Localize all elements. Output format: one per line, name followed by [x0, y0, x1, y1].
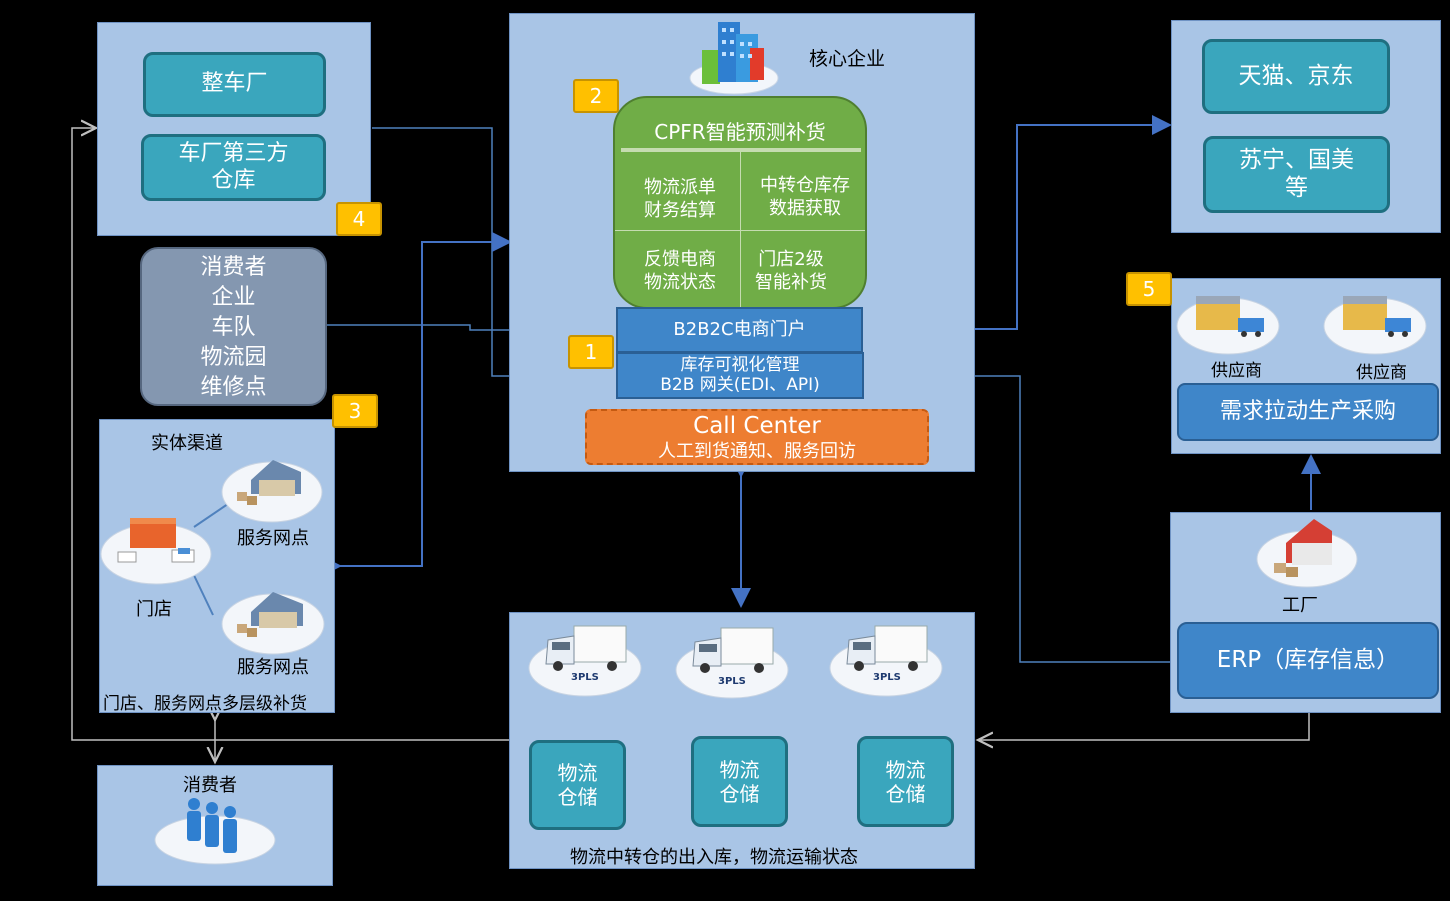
truck-icon [675, 627, 789, 699]
cpfr-box: CPFR智能预测补货 物流派单 财务结算 中转仓库存 数据获取 反馈电商 物流状… [613, 96, 867, 309]
badge-5: 5 [1126, 272, 1172, 306]
cpfr-divider [621, 148, 861, 152]
cpfr-vline [740, 152, 741, 307]
erp-box[interactable]: ERP（库存信息） [1177, 622, 1439, 699]
ecommerce-box-suning-gome[interactable]: 苏宁、国美 等 [1203, 136, 1390, 213]
call-center-subtitle: 人工到货通知、服务回访 [658, 441, 856, 462]
b2b-gateway-line2: B2B 网关(EDI、API) [660, 374, 820, 395]
call-center-box[interactable]: Call Center 人工到货通知、服务回访 [585, 409, 929, 465]
core-enterprise-title: 核心企业 [809, 48, 886, 70]
physical-channel-footer: 门店、服务网点多层级补货 [103, 694, 307, 714]
badge-1: 1 [568, 335, 614, 369]
demand-pull-box[interactable]: 需求拉动生产采购 [1177, 383, 1439, 441]
warehouse-box-2[interactable]: 物流 仓储 [691, 736, 788, 827]
people-icon [154, 798, 276, 865]
truck-label: 3PLS [571, 672, 599, 683]
service-point-label-a: 服务网点 [237, 528, 309, 549]
factory-icon [1256, 519, 1358, 588]
supplier-warehouse-icon [1323, 296, 1427, 355]
truck-label: 3PLS [873, 672, 901, 683]
badge-2: 2 [573, 79, 619, 113]
b2b2c-portal[interactable]: B2B2C电商门户 [616, 307, 863, 353]
badge-4: 4 [336, 202, 382, 236]
cpfr-cell-feedback: 反馈电商 物流状态 [644, 249, 716, 294]
cpfr-cell-replenish: 门店2级 智能补货 [755, 249, 827, 294]
physical-channel-title: 实体渠道 [151, 433, 223, 454]
customer-types-box: 消费者 企业 车队 物流园 维修点 [140, 247, 327, 406]
cpfr-cell-inventory: 中转仓库存 数据获取 [760, 175, 850, 220]
truck-icon [829, 625, 943, 697]
b2b-gateway-line1: 库存可视化管理 [680, 354, 800, 375]
factory-label: 工厂 [1282, 595, 1318, 616]
building-icon [689, 22, 779, 95]
oem-factory-box[interactable]: 整车厂 [143, 52, 326, 117]
consumer-title: 消费者 [183, 775, 237, 796]
service-point-icon [221, 460, 323, 523]
truck-group-1: 3PLS [528, 618, 643, 698]
supplier-label-1: 供应商 [1211, 361, 1262, 381]
supplier-warehouse-icon [1176, 296, 1280, 355]
store-icon [100, 518, 212, 585]
warehouse-box-1[interactable]: 物流 仓储 [529, 740, 626, 830]
badge-3: 3 [332, 394, 378, 428]
truck-icon [528, 625, 642, 697]
logistics-footer: 物流中转仓的出入库，物流运输状态 [570, 847, 858, 868]
ecommerce-box-tmall-jd[interactable]: 天猫、京东 [1202, 39, 1390, 114]
truck-group-3: 3PLS [829, 618, 944, 698]
service-point-icon [221, 592, 325, 655]
store-label: 门店 [136, 599, 172, 620]
warehouse-box-3[interactable]: 物流 仓储 [857, 736, 954, 827]
supplier-label-2: 供应商 [1356, 363, 1407, 383]
oem-warehouse-box[interactable]: 车厂第三方 仓库 [141, 134, 326, 201]
call-center-title: Call Center [693, 413, 821, 439]
truck-label: 3PLS [718, 676, 746, 687]
truck-group-2: 3PLS [675, 620, 790, 700]
service-point-label-b: 服务网点 [237, 657, 309, 678]
b2b-gateway[interactable]: 库存可视化管理 B2B 网关(EDI、API) [616, 352, 864, 399]
cpfr-cell-dispatch: 物流派单 财务结算 [644, 177, 716, 222]
cpfr-title: CPFR智能预测补货 [654, 120, 826, 144]
cpfr-hline [615, 230, 865, 231]
